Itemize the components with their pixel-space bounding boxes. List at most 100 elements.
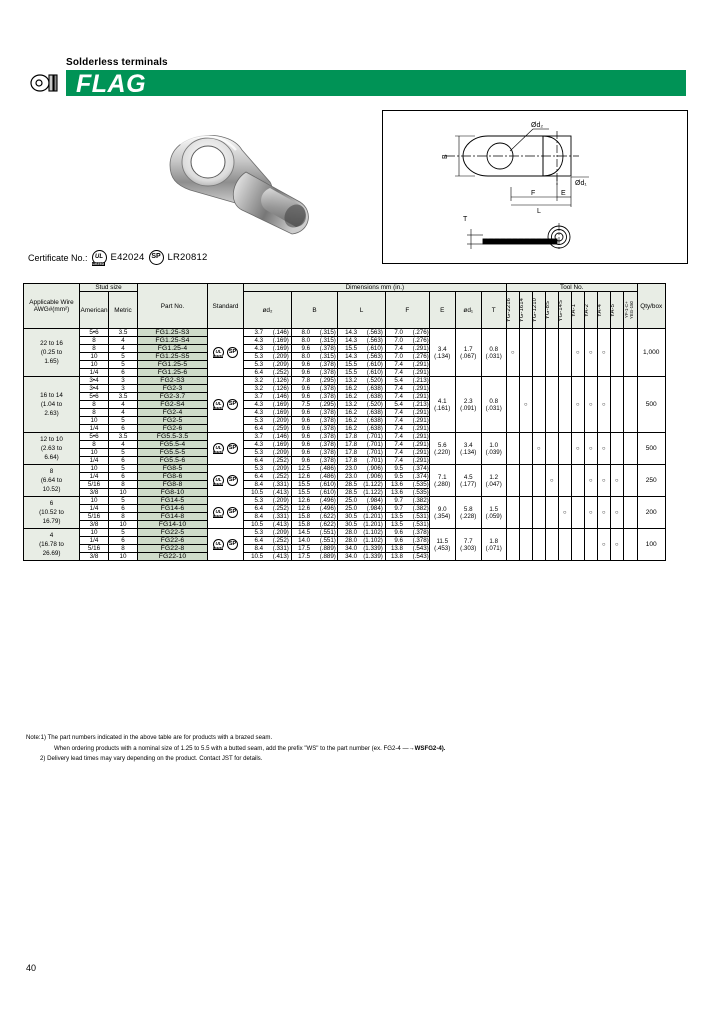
dim-f-cell: 7.0 (.276)	[385, 336, 430, 346]
stud-metric-cell: 10	[108, 552, 138, 562]
part-number-cell[interactable]: FG1.25-5	[137, 360, 208, 370]
stud-metric-cell: 5	[108, 496, 138, 506]
part-number-cell[interactable]: FG22-5	[137, 528, 208, 538]
stud-metric-cell: 10	[108, 488, 138, 498]
part-number-cell[interactable]: FG8-8	[137, 480, 208, 490]
stud-metric-cell: 6	[108, 472, 138, 482]
part-number-cell[interactable]: FG5.5-4	[137, 440, 208, 450]
part-number-cell[interactable]: FG14-6	[137, 504, 208, 514]
header-dim-e: E	[428, 291, 456, 330]
part-number-cell[interactable]: FG1.25-S3	[137, 328, 208, 338]
dim-f-cell: 7.4 (.291)	[385, 440, 430, 450]
part-number-cell[interactable]: FG1.25-S5	[137, 352, 208, 362]
stud-american-cell: 10	[79, 352, 109, 362]
dim-f-cell: 7.4 (.291)	[385, 344, 430, 354]
header-dim-d2: ød₂	[243, 291, 292, 330]
dim-f-cell: 13.8 (.543)	[385, 544, 430, 554]
dim-d2-cell: 3.2 (.126)	[243, 376, 292, 386]
drawing-label-d2: Ød₂	[531, 122, 543, 129]
part-number-cell[interactable]: FG2-S3	[137, 376, 208, 386]
header-dim-b: B	[291, 291, 338, 330]
tool-mark-cell-0	[505, 432, 520, 466]
dim-d2-cell: 5.3 (.209)	[243, 448, 292, 458]
part-number-cell[interactable]: FG14-5	[137, 496, 208, 506]
tool-mark-cell-2	[531, 496, 546, 530]
part-number-cell[interactable]: FG8-5	[137, 464, 208, 474]
tool-mark-cell-9	[622, 432, 638, 466]
part-number-cell[interactable]: FG2-6	[137, 424, 208, 434]
part-number-cell[interactable]: FG1.25-S4	[137, 336, 208, 346]
part-number-cell[interactable]: FG5.5-5	[137, 448, 208, 458]
part-number-cell[interactable]: FG1.25-6	[137, 368, 208, 378]
part-number-cell[interactable]: FG22-6	[137, 536, 208, 546]
dim-d2-cell: 6.4 (.252)	[243, 536, 292, 546]
dim-b-cell: 9.6 (.378)	[291, 344, 338, 354]
dim-l-cell: 23.0 (.906)	[337, 472, 386, 482]
dim-b-cell: 9.6 (.378)	[291, 368, 338, 378]
dim-b-cell: 9.6 (.378)	[291, 432, 338, 442]
tool-mark-cell-5	[570, 496, 585, 530]
dim-b-cell: 15.8 (.622)	[291, 512, 338, 522]
dim-d2-cell: 3.2 (.126)	[243, 384, 292, 394]
header-dim-l: L	[337, 291, 386, 330]
part-number-cell[interactable]: FG2-S4	[137, 400, 208, 410]
stud-metric-cell: 4	[108, 408, 138, 418]
stud-american-cell: 5/16	[79, 512, 109, 522]
part-number-cell[interactable]: FG14-10	[137, 520, 208, 530]
dim-d1-cell: 2.3(.091)	[454, 376, 482, 434]
tool-mark-cell-6: ○	[583, 328, 598, 378]
tool-mark-cell-2	[531, 376, 546, 434]
stud-metric-cell: 8	[108, 512, 138, 522]
dim-t-cell: 0.8(.031)	[480, 328, 507, 378]
page-subtitle: Solderless terminals	[66, 57, 168, 68]
tool-mark-cell-2	[531, 328, 546, 378]
dim-b-cell: 9.6 (.378)	[291, 408, 338, 418]
part-number-cell[interactable]: FG22-8	[137, 544, 208, 554]
dim-d2-cell: 5.3 (.209)	[243, 528, 292, 538]
dim-f-cell: 13.5 (.531)	[385, 520, 430, 530]
dim-d2-cell: 8.4 (.331)	[243, 544, 292, 554]
part-number-cell[interactable]: FG14-8	[137, 512, 208, 522]
csa-mark-icon: SP	[227, 347, 238, 359]
part-number-cell[interactable]: FG2-3.7	[137, 392, 208, 402]
part-number-cell[interactable]: FG8-10	[137, 488, 208, 498]
notes-block: Note:1) The part numbers indicated in th…	[26, 733, 586, 765]
stud-metric-cell: 6	[108, 536, 138, 546]
dim-d2-cell: 6.4 (.252)	[243, 456, 292, 466]
dim-l-cell: 14.3 (.563)	[337, 336, 386, 346]
stud-metric-cell: 5	[108, 416, 138, 426]
dim-f-cell: 7.4 (.291)	[385, 424, 430, 434]
qty-box-cell: 200	[636, 496, 666, 530]
tool-mark-cell-4	[557, 328, 572, 378]
part-number-cell[interactable]: FG2-3	[137, 384, 208, 394]
part-number-cell[interactable]: FG2-5	[137, 416, 208, 426]
part-number-cell[interactable]: FG5.5-6	[137, 456, 208, 466]
dim-b-cell: 8.0 (.315)	[291, 352, 338, 362]
part-number-cell[interactable]: FG8-6	[137, 472, 208, 482]
header-dim-t: T	[480, 291, 507, 330]
part-number-cell[interactable]: FG22-10	[137, 552, 208, 562]
dim-b-cell: 9.6 (.378)	[291, 440, 338, 450]
stud-american-cell: 10	[79, 528, 109, 538]
dim-l-cell: 14.3 (.563)	[337, 328, 386, 338]
tool-mark-cell-2: ○	[531, 432, 546, 466]
tool-mark-cell-0	[505, 376, 520, 434]
part-number-cell[interactable]: FG2-4	[137, 408, 208, 418]
stud-metric-cell: 3.5	[108, 328, 138, 338]
dim-d2-cell: 4.3 (.169)	[243, 336, 292, 346]
header-tool-yf1c-yeg150: YF-1-C+YEG-150	[623, 301, 634, 320]
part-number-cell[interactable]: FG1.25-4	[137, 344, 208, 354]
dim-d2-cell: 10.5 (.413)	[243, 552, 292, 562]
dim-f-cell: 9.5 (.374)	[385, 472, 430, 482]
part-number-cell[interactable]: FG5.5-3.5	[137, 432, 208, 442]
